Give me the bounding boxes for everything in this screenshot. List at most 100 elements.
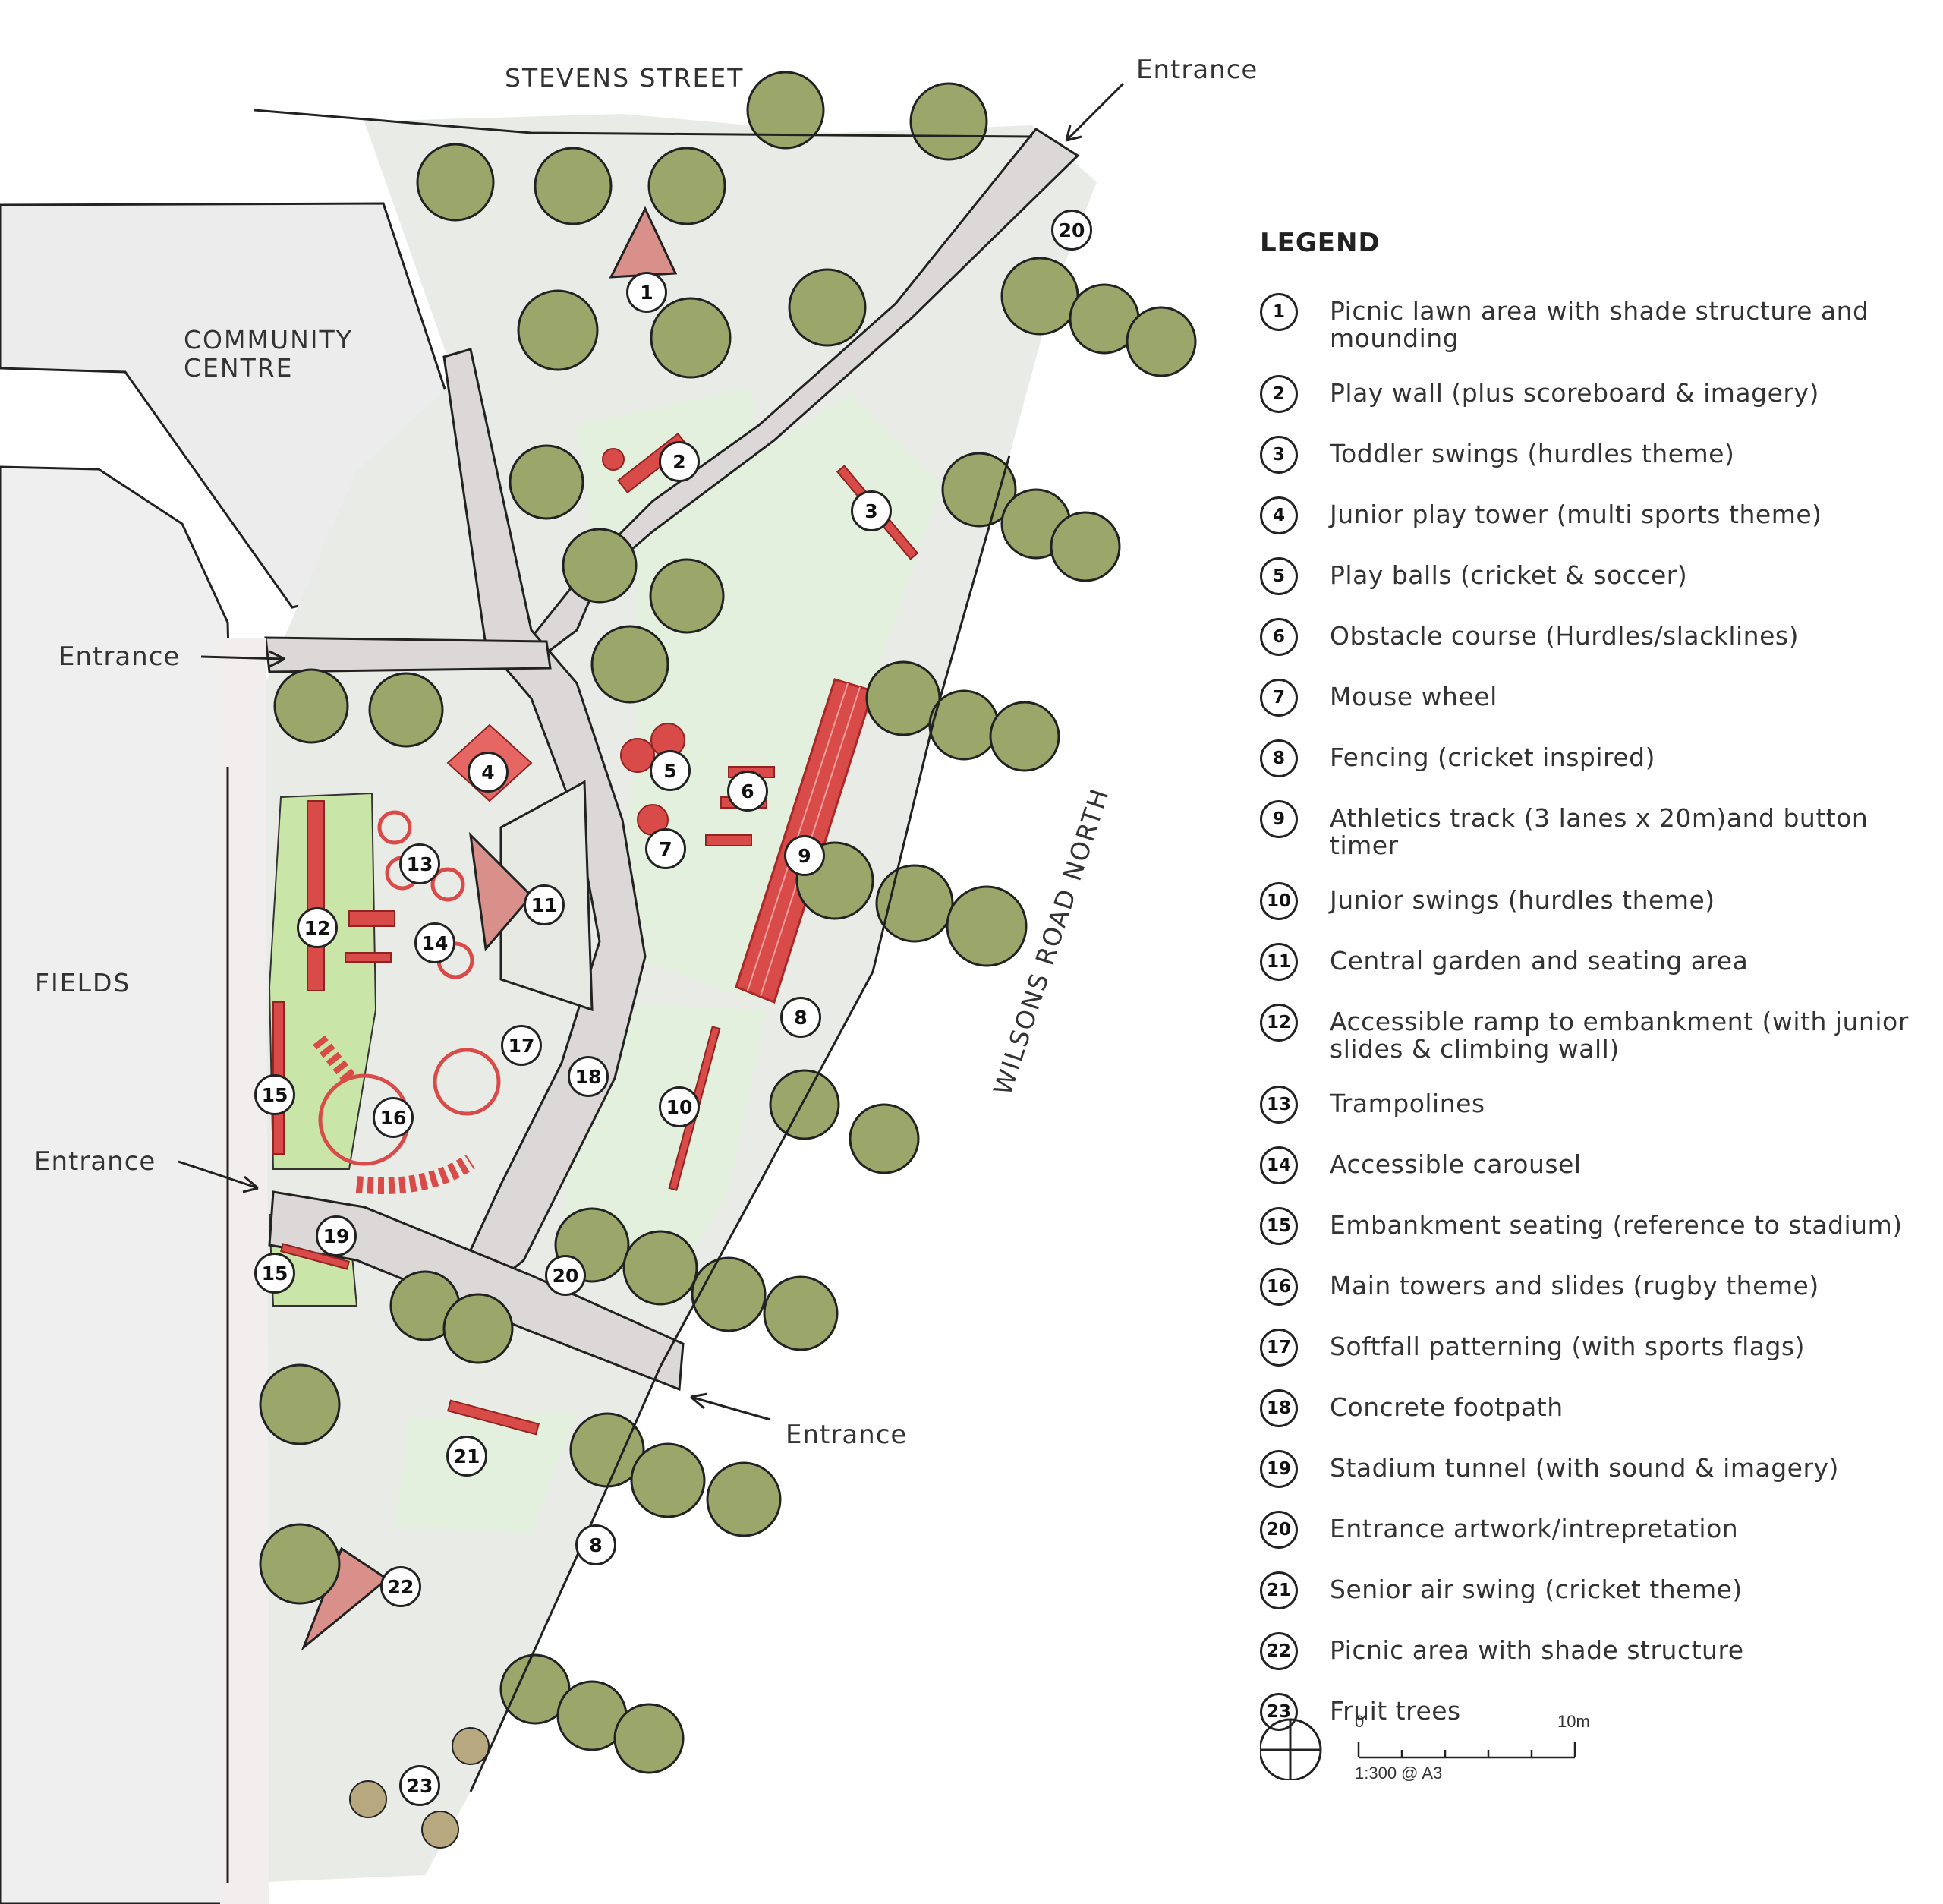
footpath-west	[264, 636, 552, 673]
map-marker: 6	[727, 771, 768, 812]
map-marker: 8	[780, 997, 821, 1038]
legend-text: Picnic area with shade structure	[1330, 1635, 1744, 1665]
map-marker: 1	[626, 272, 667, 313]
legend-item: 13 Trampolines	[1260, 1086, 1928, 1124]
map-marker: 21	[446, 1436, 487, 1477]
legend-number: 12	[1260, 1004, 1298, 1042]
map-marker: 5	[650, 750, 691, 791]
map-marker: 9	[784, 835, 825, 876]
legend-item: 22 Picnic area with shade structure	[1260, 1632, 1928, 1670]
legend-number: 10	[1260, 882, 1298, 920]
legend-text: Main towers and slides (rugby theme)	[1330, 1271, 1819, 1300]
legend-item: 15 Embankment seating (reference to stadi…	[1260, 1207, 1928, 1245]
legend-number: 11	[1260, 943, 1298, 981]
legend-text: Toddler swings (hurdles theme)	[1330, 439, 1735, 468]
fruit-trees	[349, 1727, 490, 1849]
map-marker: 4	[468, 752, 509, 793]
entrance-label-top-right: Entrance	[1136, 55, 1258, 85]
map-marker: 2	[659, 441, 700, 482]
entrance-label-bottom-right: Entrance	[786, 1420, 908, 1450]
legend-item: 21 Senior air swing (cricket theme)	[1260, 1571, 1928, 1609]
legend-item: 8 Fencing (cricket inspired)	[1260, 739, 1928, 777]
map-marker: 15	[254, 1253, 295, 1294]
scale-bar-block: 0 10m 1:300 @ A3	[1258, 1689, 1639, 1783]
legend-number: 2	[1260, 375, 1298, 413]
map-marker: 12	[297, 907, 338, 948]
legend-item: 6 Obstacle course (Hurdles/slacklines)	[1260, 618, 1928, 656]
legend-text: Obstacle course (Hurdles/slacklines)	[1330, 621, 1799, 651]
legend-item: 23 Fruit trees	[1260, 1693, 1928, 1731]
boundary-lines	[226, 109, 1033, 1883]
legend-number: 13	[1260, 1086, 1298, 1124]
map-marker: 20	[1051, 210, 1092, 251]
legend-text: Play balls (cricket & soccer)	[1330, 560, 1688, 590]
legend-number: 21	[1260, 1571, 1298, 1609]
legend-number: 17	[1260, 1329, 1298, 1367]
label-community-centre-1: COMMUNITY	[184, 325, 353, 355]
map-marker: 16	[373, 1097, 414, 1138]
legend-number: 9	[1260, 800, 1298, 838]
entrance-arrows	[178, 82, 1125, 1421]
legend-item: 4 Junior play tower (multi sports theme)	[1260, 496, 1928, 534]
legend-text: Junior play tower (multi sports theme)	[1330, 500, 1822, 529]
legend-number: 14	[1260, 1146, 1298, 1184]
lawn-zone-east	[607, 395, 941, 1002]
scale-graphic	[1258, 1718, 1576, 1782]
entrance-label-left-upper: Entrance	[58, 641, 181, 672]
scale-bar	[1357, 1742, 1576, 1759]
legend-number: 22	[1260, 1632, 1298, 1670]
legend-number: 15	[1260, 1207, 1298, 1245]
legend-text: Embankment seating (reference to stadium…	[1330, 1210, 1903, 1240]
map-marker: 17	[501, 1025, 542, 1066]
legend-number: 6	[1260, 618, 1298, 656]
legend-text: Junior swings (hurdles theme)	[1330, 885, 1715, 915]
label-community-centre-2: CENTRE	[184, 353, 294, 383]
legend-item: 2 Play wall (plus scoreboard & imagery)	[1260, 375, 1928, 413]
map-marker: 3	[851, 490, 892, 531]
legend-text: Trampolines	[1330, 1089, 1485, 1118]
legend-number: 8	[1260, 739, 1298, 777]
legend-text: Play wall (plus scoreboard & imagery)	[1330, 378, 1819, 408]
legend-item: 16 Main towers and slides (rugby theme)	[1260, 1268, 1928, 1306]
map-marker: 7	[645, 828, 686, 869]
trees	[259, 71, 1197, 1774]
street-label-stevens: STEVENS STREET	[505, 63, 745, 93]
map-marker: 10	[659, 1086, 700, 1127]
legend-item: 3 Toddler swings (hurdles theme)	[1260, 436, 1928, 474]
map-marker: 18	[568, 1056, 609, 1097]
legend-number: 5	[1260, 557, 1298, 595]
legend-text: Picnic lawn area with shade structure an…	[1330, 296, 1869, 353]
legend-text: Accessible carousel	[1330, 1149, 1582, 1179]
legend-number: 16	[1260, 1268, 1298, 1306]
legend-number: 3	[1260, 436, 1298, 474]
legend-item: 5 Play balls (cricket & soccer)	[1260, 557, 1928, 595]
legend-number: 23	[1260, 1693, 1298, 1731]
legend-text: Senior air swing (cricket theme)	[1330, 1575, 1743, 1604]
legend-list: 1 Picnic lawn area with shade structure a…	[1260, 293, 1928, 1731]
north-arrow-icon	[1258, 1718, 1322, 1782]
legend-text: Stadium tunnel (with sound & imagery)	[1330, 1453, 1839, 1483]
map-marker: 11	[524, 884, 565, 925]
map-marker: 23	[399, 1765, 440, 1806]
map-marker: 19	[316, 1215, 357, 1256]
legend-text: Fencing (cricket inspired)	[1330, 742, 1655, 772]
map-marker: 13	[399, 843, 440, 884]
map-marker: 14	[414, 922, 455, 963]
legend-number: 1	[1260, 293, 1298, 331]
legend-number: 4	[1260, 496, 1298, 534]
lawn-zone-south-west	[395, 1412, 577, 1534]
legend-item: 10 Junior swings (hurdles theme)	[1260, 882, 1928, 920]
shade-structure-11	[468, 831, 534, 952]
legend-text: Fruit trees	[1330, 1696, 1461, 1726]
legend-text: Concrete footpath	[1330, 1392, 1564, 1422]
legend-number: 7	[1260, 679, 1298, 717]
